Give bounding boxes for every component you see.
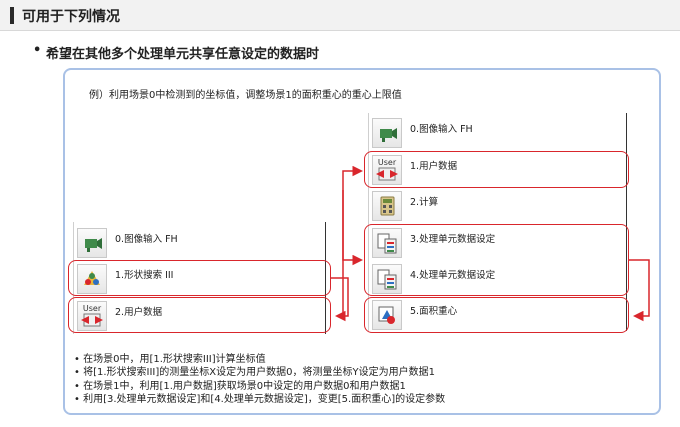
scene1-unit-data-setting-4[interactable]: 4.处理单元数据设定 [368, 262, 625, 296]
scene1-unit-user-data[interactable]: User 1.用户数据 [368, 153, 625, 187]
scene0-unit-image-input[interactable]: 0.图像输入 FH [73, 226, 324, 260]
example-panel [63, 68, 661, 415]
scene1-unit-calculation[interactable]: 2.计算 [368, 189, 625, 223]
scene1-unit-image-input[interactable]: 0.图像输入 FH [368, 116, 625, 150]
unit-label: 0.图像输入 FH [410, 124, 473, 135]
notes-list: • 在场景0中，用[1.形状搜索III]计算坐标值 • 将[1.形状搜索III]… [74, 353, 445, 406]
scene1-flow [368, 113, 627, 331]
user-data-icon: User [372, 155, 402, 185]
shape-search-icon [77, 264, 107, 294]
highlight-user-data-scene0 [68, 297, 331, 333]
scene0-unit-shape-search[interactable]: 1.形状搜索 III [73, 262, 324, 296]
header-accent-bar [10, 7, 14, 24]
note-item: • 在场景1中，利用[1.用户数据]获取场景0中设定的用户数据0和用户数据1 [74, 380, 406, 392]
scene1-unit-data-setting-3[interactable]: 3.处理单元数据设定 [368, 226, 625, 260]
scene1-unit-area-centroid[interactable]: 5.面积重心 [368, 298, 625, 332]
highlight-user-data-scene1 [364, 151, 629, 188]
calculator-icon [372, 191, 402, 221]
camera-icon [77, 228, 107, 258]
highlight-area-centroid [364, 297, 629, 333]
camera-icon [372, 118, 402, 148]
unit-label: 2.用户数据 [115, 307, 163, 318]
user-badge: User [378, 158, 397, 167]
highlight-data-settings [364, 224, 629, 296]
highlight-shape-search [68, 260, 331, 296]
use-case-title: 希望在其他多个处理单元共享任意设定的数据时 [46, 47, 320, 62]
unit-label: 1.用户数据 [410, 161, 458, 172]
unit-label: 3.处理单元数据设定 [410, 234, 496, 245]
user-badge: User [83, 304, 102, 313]
unit-data-setting-icon [372, 228, 402, 258]
note-item: • 在场景0中，用[1.形状搜索III]计算坐标值 [74, 354, 266, 365]
unit-label: 5.面积重心 [410, 306, 458, 317]
arrow-settings-to-area-centroid [629, 259, 650, 322]
scene0-flow [73, 222, 326, 334]
arrow-user-data-to-settings [342, 190, 363, 266]
section-title: 可用于下列情况 [22, 9, 120, 25]
area-centroid-icon [372, 300, 402, 330]
note-item: • 将[1.形状搜索III]的测量坐标X设定为用户数据0，将测量坐标Y设定为用户… [74, 367, 435, 379]
unit-label: 4.处理单元数据设定 [410, 270, 496, 281]
scene0-unit-user-data[interactable]: User 2.用户数据 [73, 299, 324, 333]
section-header: 可用于下列情况 [0, 0, 680, 31]
user-data-icon: User [77, 301, 107, 331]
arrow-scene0-to-scene1 [342, 165, 363, 316]
bullet-marker: • [33, 43, 42, 58]
unit-label: 0.图像输入 FH [115, 234, 178, 245]
note-item: • 利用[3.处理单元数据设定]和[4.处理单元数据设定]，变更[5.面积重心]… [74, 393, 446, 405]
arrow-shape-search-to-user-data [331, 277, 349, 322]
example-description: 例）利用场景0中检测到的坐标值，调整场景1的面积重心的重心上限值 [89, 90, 402, 101]
unit-label: 1.形状搜索 III [115, 270, 174, 281]
unit-label: 2.计算 [410, 197, 439, 208]
unit-data-setting-icon [372, 264, 402, 294]
